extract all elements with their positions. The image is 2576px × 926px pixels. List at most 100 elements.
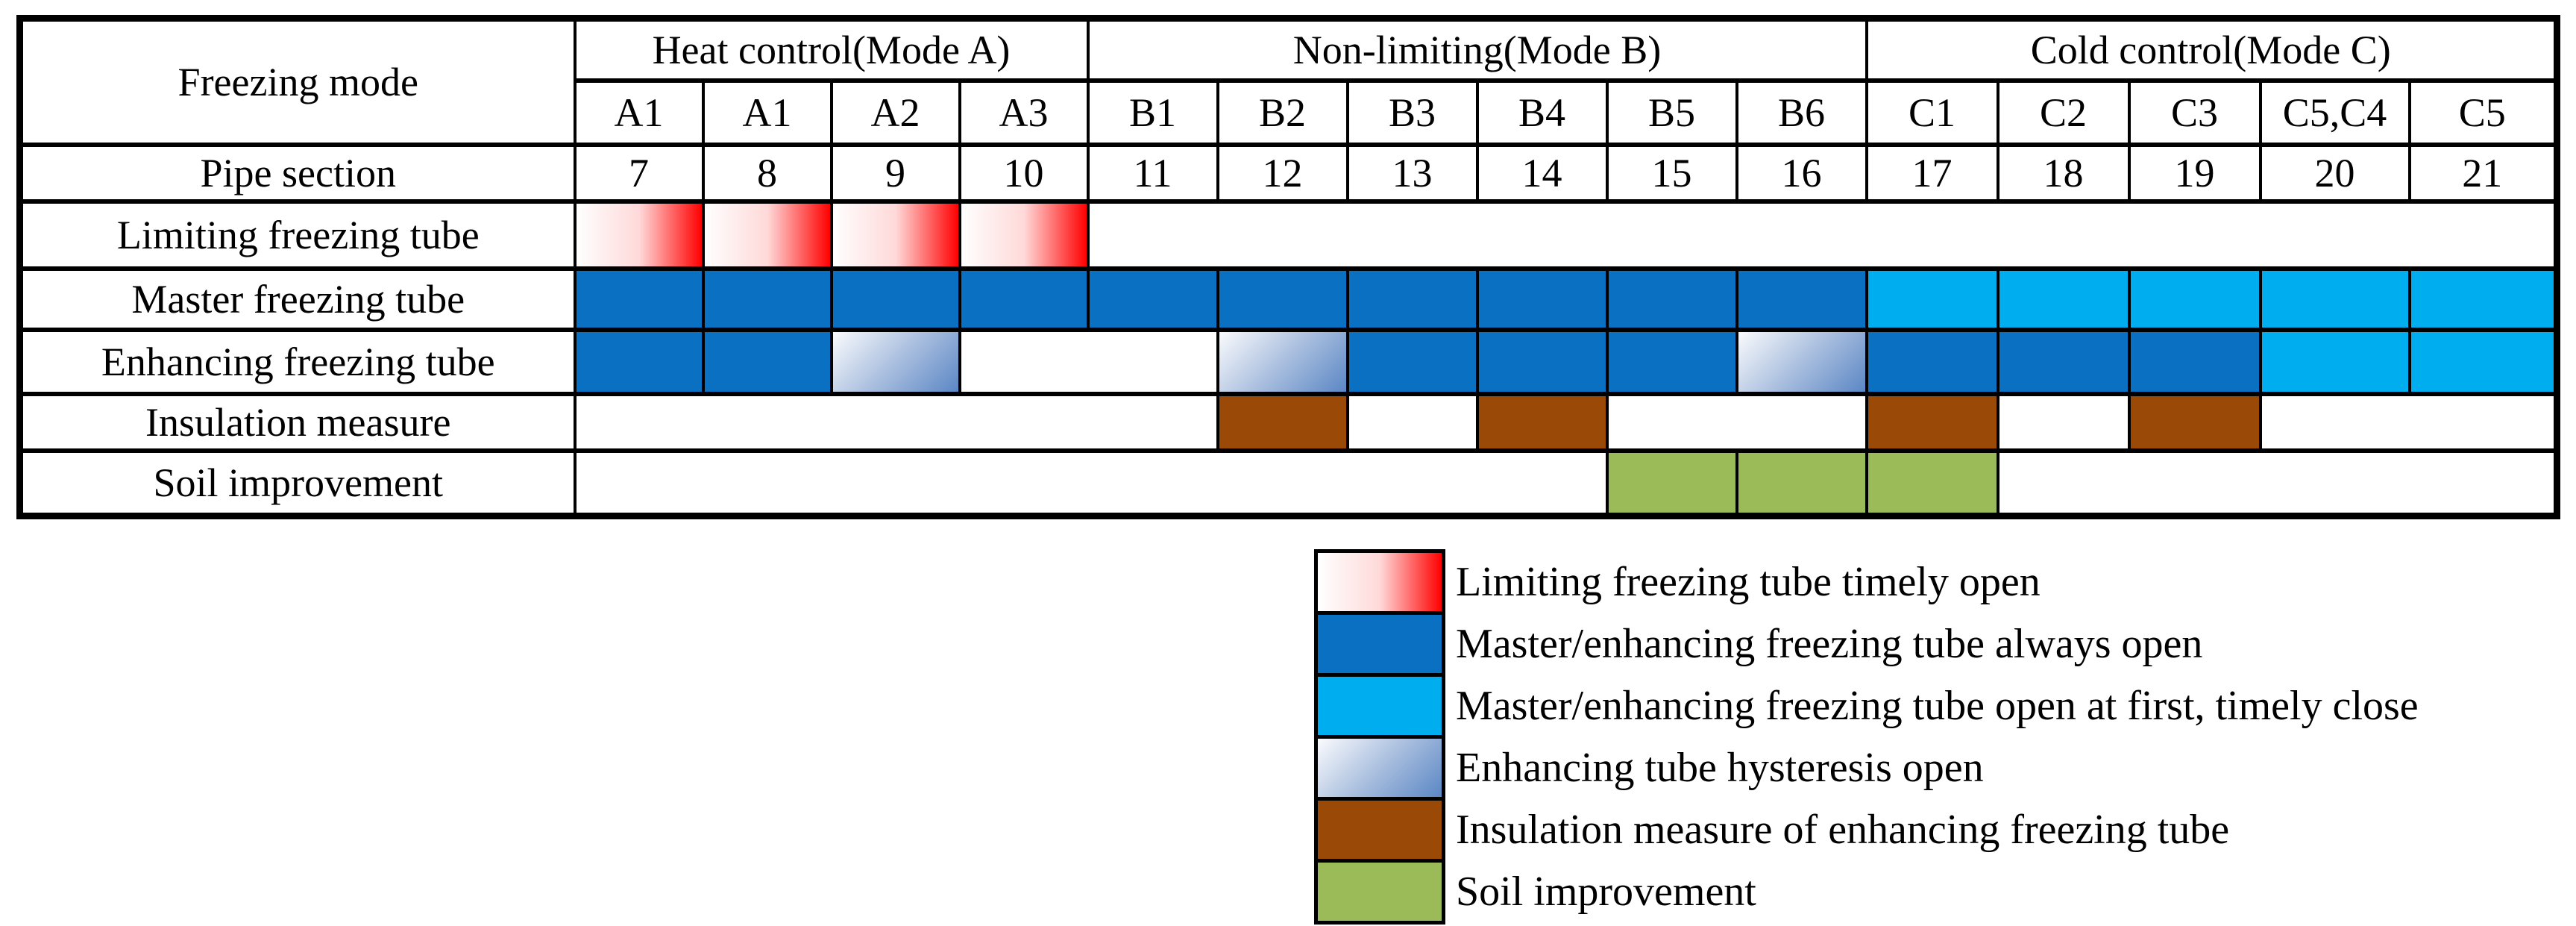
schedule-cell: [1475, 328, 1609, 396]
legend-item: Enhancing tube hysteresis open: [1314, 735, 2419, 801]
pipe-cell: 13: [1345, 143, 1479, 204]
schedule-cell: [829, 266, 961, 332]
legend-item: Insulation measure of enhancing freezing…: [1314, 797, 2419, 863]
mode-cell: B3: [1345, 78, 1479, 147]
schedule-cell: [1475, 266, 1609, 332]
mode-group-cold-control: Cold control(Mode C): [1865, 16, 2559, 83]
schedule-cell-empty: [573, 448, 1609, 519]
row-label-soil-improvement: Soil improvement: [18, 448, 577, 519]
mode-cell: C2: [1996, 78, 2131, 147]
schedule-cell: [1605, 448, 1738, 519]
schedule-cell: [829, 328, 961, 396]
schedule-cell: [958, 199, 1090, 271]
schedule-cell: [1735, 266, 1868, 332]
schedule-cell-empty: [1345, 392, 1479, 453]
legend-item: Master/enhancing freezing tube open at f…: [1314, 673, 2419, 739]
mode-cell: B4: [1475, 78, 1609, 147]
schedule-cell: [573, 199, 705, 271]
legend-item-label: Enhancing tube hysteresis open: [1456, 745, 1984, 791]
schedule-cell: [1345, 328, 1479, 396]
legend-swatch-hysteresis: [1314, 735, 1445, 801]
schedule-cell: [573, 328, 705, 396]
legend-item-label: Limiting freezing tube timely open: [1456, 559, 2041, 605]
schedule-cell: [1865, 448, 1999, 519]
legend-item-label: Master/enhancing freezing tube always op…: [1456, 621, 2203, 667]
row-label-limiting-freezing-tube: Limiting freezing tube: [18, 199, 577, 271]
freezing-schedule-table: Freezing mode Heat control(Mode A) Non-l…: [16, 15, 2560, 519]
schedule-cell: [1605, 266, 1738, 332]
legend-swatch-insulation: [1314, 797, 1445, 863]
pipe-cell: 16: [1735, 143, 1868, 204]
mode-cell: A3: [958, 78, 1090, 147]
schedule-cell: [829, 199, 961, 271]
schedule-cell: [1865, 328, 1999, 396]
mode-cell: C1: [1865, 78, 1999, 147]
schedule-cell: [2127, 328, 2262, 396]
mode-cell: C5,C4: [2258, 78, 2411, 147]
mode-cell: A1: [573, 78, 705, 147]
mode-cell: C5: [2407, 78, 2559, 147]
legend: Limiting freezing tube timely open Maste…: [1314, 549, 2419, 925]
legend-swatch-soil: [1314, 859, 1445, 925]
pipe-cell: 19: [2127, 143, 2262, 204]
schedule-cell-empty: [1086, 199, 2559, 271]
pipe-cell: 20: [2258, 143, 2411, 204]
schedule-cell: [1216, 328, 1349, 396]
pipe-cell: 14: [1475, 143, 1609, 204]
schedule-cell: [2258, 266, 2411, 332]
schedule-cell: [1865, 392, 1999, 453]
schedule-cell: [1216, 266, 1349, 332]
mode-group-heat-control: Heat control(Mode A): [573, 16, 1090, 83]
schedule-cell: [1996, 266, 2131, 332]
mode-cell: A2: [829, 78, 961, 147]
pipe-cell: 8: [701, 143, 833, 204]
pipe-cell: 17: [1865, 143, 1999, 204]
legend-item-label: Soil improvement: [1456, 869, 1756, 915]
legend-item: Limiting freezing tube timely open: [1314, 549, 2419, 615]
schedule-cell: [701, 199, 833, 271]
mode-cell: B5: [1605, 78, 1738, 147]
schedule-cell-empty: [1996, 392, 2131, 453]
legend-swatch-timely-open: [1314, 549, 1445, 615]
schedule-cell: [2407, 266, 2559, 332]
schedule-cell: [1605, 328, 1738, 396]
schedule-cell: [1735, 448, 1868, 519]
mode-cell: B2: [1216, 78, 1349, 147]
pipe-cell: 18: [1996, 143, 2131, 204]
mode-cell: B6: [1735, 78, 1868, 147]
legend-item-label: Master/enhancing freezing tube open at f…: [1456, 683, 2419, 729]
schedule-cell: [1865, 266, 1999, 332]
row-label-insulation-measure: Insulation measure: [18, 392, 577, 453]
schedule-cell: [701, 266, 833, 332]
legend-item-label: Insulation measure of enhancing freezing…: [1456, 807, 2230, 853]
legend-swatch-timely-close: [1314, 673, 1445, 739]
schedule-cell: [1475, 392, 1609, 453]
row-label-master-freezing-tube: Master freezing tube: [18, 266, 577, 332]
mode-cell: C3: [2127, 78, 2262, 147]
legend-item: Master/enhancing freezing tube always op…: [1314, 611, 2419, 677]
schedule-cell: [573, 266, 705, 332]
pipe-cell: 9: [829, 143, 961, 204]
schedule-cell: [2127, 266, 2262, 332]
schedule-cell: [1996, 328, 2131, 396]
corner-label-freezing-mode: Freezing mode: [18, 16, 577, 147]
schedule-cell: [2127, 392, 2262, 453]
row-label-enhancing-freezing-tube: Enhancing freezing tube: [18, 328, 577, 396]
schedule-cell: [1216, 392, 1349, 453]
schedule-cell-empty: [958, 328, 1219, 396]
mode-group-non-limiting: Non-limiting(Mode B): [1086, 16, 1868, 83]
schedule-cell: [958, 266, 1090, 332]
pipe-cell: 11: [1086, 143, 1219, 204]
pipe-cell: 15: [1605, 143, 1738, 204]
schedule-cell: [701, 328, 833, 396]
schedule-cell-empty: [1605, 392, 1868, 453]
schedule-cell: [2407, 328, 2559, 396]
legend-swatch-always-open: [1314, 611, 1445, 677]
schedule-cell-empty: [573, 392, 1219, 453]
legend-item: Soil improvement: [1314, 859, 2419, 925]
row-label-pipe-section: Pipe section: [18, 143, 577, 204]
mode-cell: B1: [1086, 78, 1219, 147]
schedule-cell: [1345, 266, 1479, 332]
schedule-cell-empty: [1996, 448, 2559, 519]
schedule-cell: [1086, 266, 1219, 332]
